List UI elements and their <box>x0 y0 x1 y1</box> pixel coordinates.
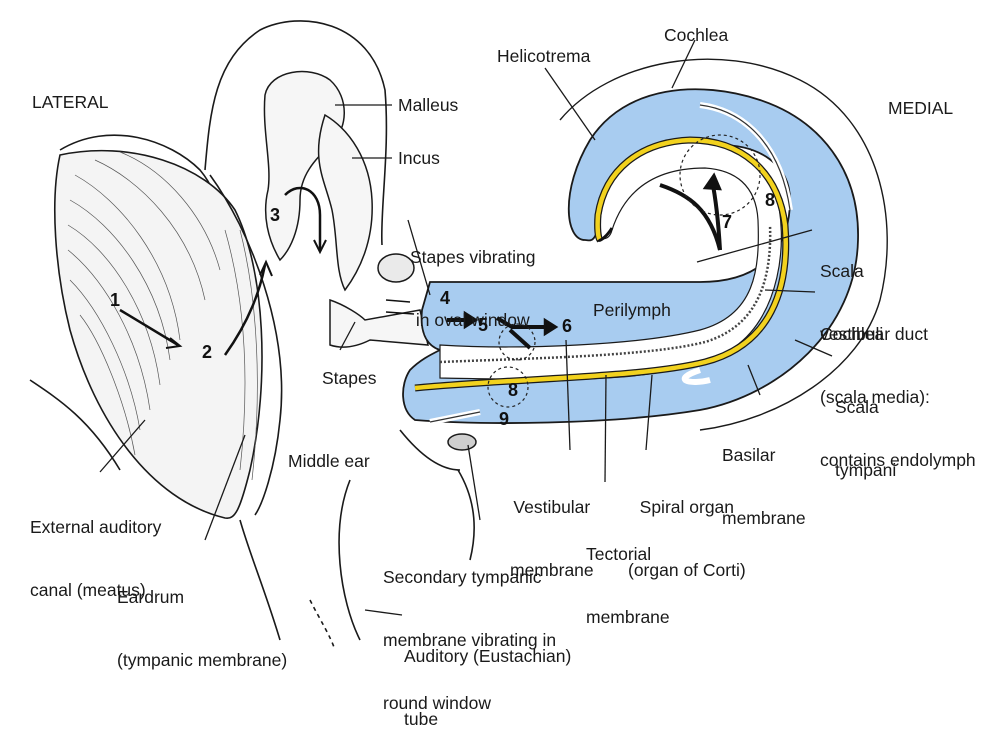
step-1: 1 <box>110 290 121 310</box>
scala-vestibuli-line-1: Scala <box>820 261 864 281</box>
cochlear-duct-line-2: (scala media): <box>820 387 930 407</box>
step-5: 5 <box>478 315 489 335</box>
cochlear-duct-line-3: contains endolymph <box>820 450 976 470</box>
flow-arrows <box>119 172 722 356</box>
external-canal-label: External auditory canal (meatus) <box>30 475 161 622</box>
auditory-tube-label: Auditory (Eustachian) tube <box>404 604 571 751</box>
lateral-label: LATERAL <box>32 92 109 112</box>
step-7: 7 <box>722 212 733 232</box>
spiral-organ-line-1: Spiral organ <box>639 497 735 517</box>
spiral-organ-line-2: (organ of Corti) <box>628 560 746 580</box>
incus-label: Incus <box>398 148 440 168</box>
tectorial-membrane-line-2: membrane <box>586 607 670 627</box>
step-2: 2 <box>202 342 213 362</box>
secondary-tympanic-line-1: Secondary tympanic <box>383 567 542 587</box>
basilar-membrane-line-2: membrane <box>722 508 806 528</box>
basilar-membrane-line-1: Basilar <box>722 445 776 465</box>
medial-label: MEDIAL <box>888 98 954 118</box>
step-4: 4 <box>440 288 451 308</box>
cochlear-duct-line-1: Cochlear duct <box>820 324 928 344</box>
tectorial-membrane-label: Tectorial membrane <box>586 502 670 649</box>
eardrum-label: Eardrum (tympanic membrane) <box>117 545 287 692</box>
malleus-label: Malleus <box>398 95 459 115</box>
basilar-membrane-label: Basilar membrane <box>722 403 806 550</box>
perilymph-label: Perilymph <box>593 300 671 320</box>
stapes-vibrating-label: Stapes vibrating in oval window <box>410 205 536 352</box>
middle-ear-label: Middle ear <box>288 451 370 471</box>
helicotrema-label: Helicotrema <box>497 46 591 66</box>
step-6: 6 <box>562 316 573 336</box>
scala-vestibuli-label: Scala vestibuli <box>820 219 883 366</box>
scala-tympani-line-1: Scala <box>835 397 879 417</box>
auditory-tube-line-2: tube <box>404 709 439 729</box>
stapes-label: Stapes <box>322 368 377 388</box>
step-8-upper: 8 <box>765 190 776 210</box>
spiral-organ-label: Spiral organ (organ of Corti) <box>628 455 746 602</box>
cochlea-label: Cochlea <box>664 25 729 45</box>
ossicles <box>263 70 477 451</box>
external-canal-line-2: canal (meatus) <box>30 580 146 600</box>
white-arrows <box>429 102 793 425</box>
eardrum-line-1: Eardrum <box>117 587 185 607</box>
leader-lines <box>99 39 833 616</box>
eardrum-line-2: (tympanic membrane) <box>117 650 288 670</box>
vestibular-membrane-line-2: membrane <box>510 560 594 580</box>
scala-tympani-label: Scala tympani <box>835 355 896 502</box>
scala-vestibuli-line-2: vestibuli <box>820 324 884 344</box>
vestibular-membrane-line-1: Vestibular <box>513 497 591 517</box>
cochlea-body <box>402 58 888 431</box>
stapes-vibrating-line-2: in oval window <box>415 310 530 330</box>
tectorial-membrane-line-1: Tectorial <box>586 544 652 564</box>
auditory-tube-line-1: Auditory (Eustachian) <box>404 646 572 666</box>
scala-tympani-line-2: tympani <box>835 460 897 480</box>
oval-window <box>377 253 415 283</box>
vestibular-membrane-label: Vestibular membrane <box>510 455 594 602</box>
cochlear-duct-label: Cochlear duct (scala media): contains en… <box>820 282 976 492</box>
dotted-circles <box>487 134 761 408</box>
ear-diagram <box>29 20 888 651</box>
external-canal-line-1: External auditory <box>30 517 162 537</box>
incus-shape <box>317 113 373 292</box>
stapes-vibrating-line-1: Stapes vibrating <box>410 247 536 267</box>
step-3: 3 <box>270 205 281 225</box>
step-9: 9 <box>499 409 510 429</box>
eardrum-shape <box>53 149 283 519</box>
step-8-lower: 8 <box>508 380 519 400</box>
secondary-tympanic-line-2: membrane vibrating in <box>383 630 557 650</box>
round-window <box>447 433 477 451</box>
